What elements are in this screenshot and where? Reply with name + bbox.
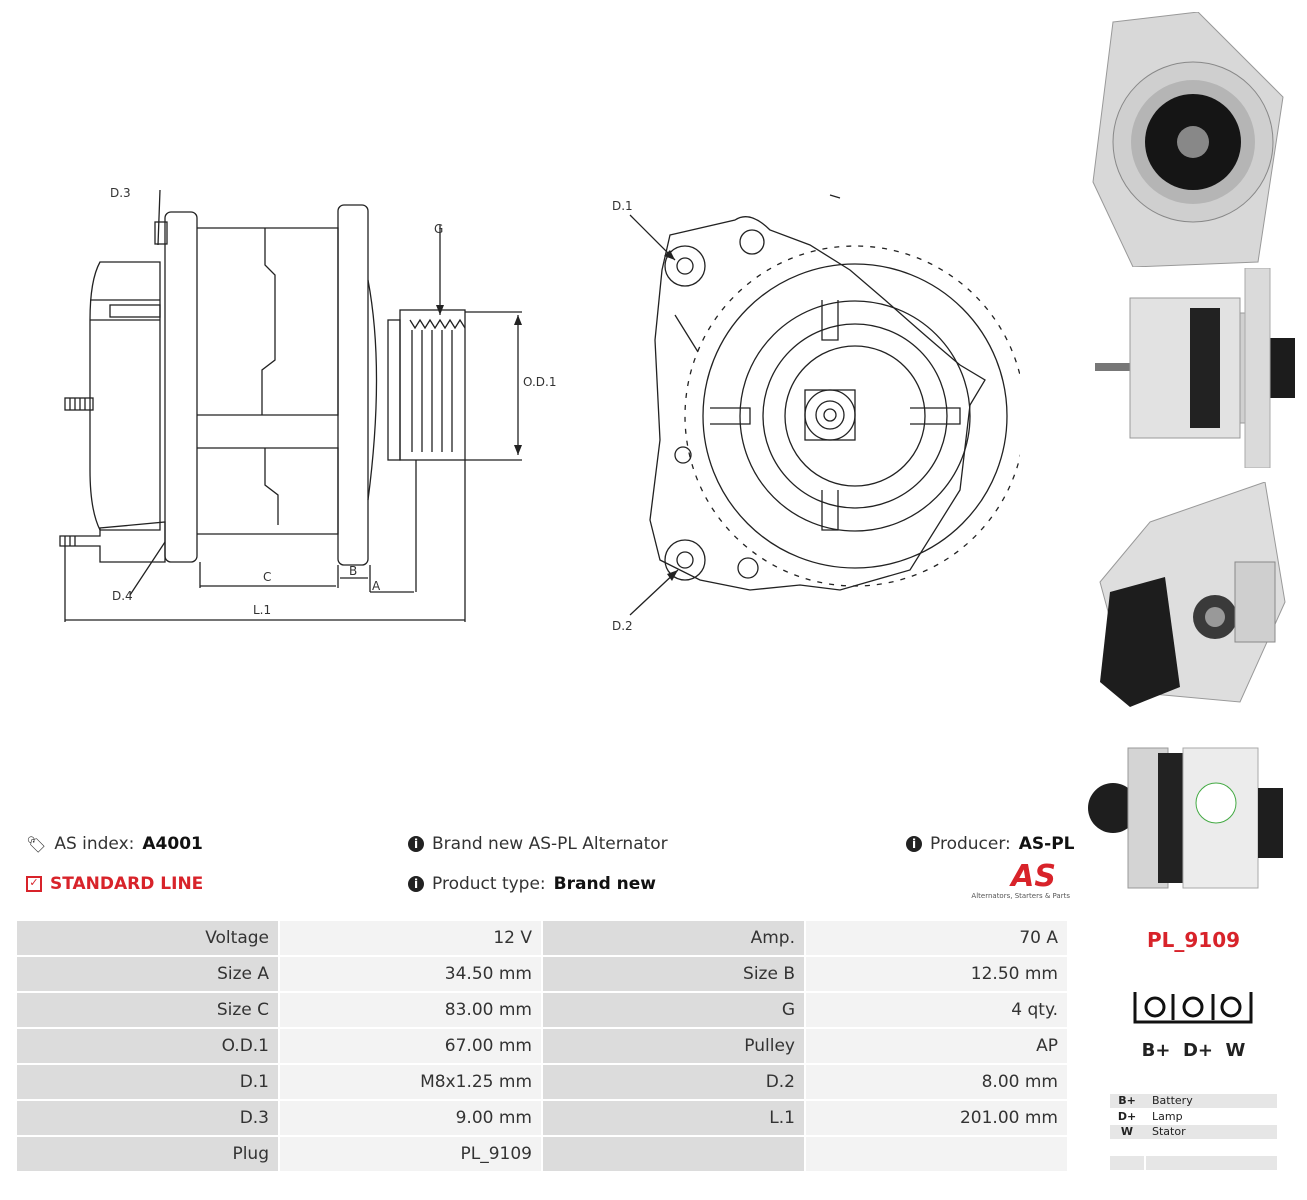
spec-label: Amp. xyxy=(541,919,806,957)
legend-desc: Stator xyxy=(1152,1125,1186,1138)
spec-value: 9.00 mm xyxy=(278,1099,543,1137)
info-icon: i xyxy=(408,876,424,892)
spec-label: L.1 xyxy=(541,1099,806,1137)
side-view-drawing: D.3 G O.D.1 D.4 C B A L.1 xyxy=(59,186,556,622)
spec-value: PL_9109 xyxy=(278,1135,543,1173)
label-d2: D.2 xyxy=(612,619,633,633)
spec-label xyxy=(541,1135,806,1173)
plug-terminals: B+ D+ W xyxy=(1141,1040,1246,1061)
spec-label: Voltage xyxy=(15,919,280,957)
spec-value: 201.00 mm xyxy=(804,1099,1069,1137)
legend-code: B+ xyxy=(1118,1094,1136,1107)
standard-line: ✓ STANDARD LINE xyxy=(26,874,203,894)
legend-desc: Battery xyxy=(1152,1094,1193,1107)
as-index-value: A4001 xyxy=(142,834,203,854)
label-d1: D.1 xyxy=(612,199,633,213)
plug-legend-row: D+ Lamp xyxy=(1110,1109,1277,1124)
spec-label: Pulley xyxy=(541,1027,806,1065)
spec-value: 12 V xyxy=(278,919,543,957)
label-a: A xyxy=(372,579,381,593)
legend-desc xyxy=(1146,1156,1277,1170)
product-photo-label-side[interactable] xyxy=(1088,738,1288,898)
plug-legend-row: B+ Battery xyxy=(1110,1094,1277,1108)
spec-value: 8.00 mm xyxy=(804,1063,1069,1101)
legend-code: W xyxy=(1120,1125,1134,1138)
front-view-drawing: D.1 D.2 xyxy=(612,194,1020,633)
spec-label: G xyxy=(541,991,806,1029)
brand-text: Brand new AS-PL Alternator xyxy=(432,834,668,854)
producer-label: Producer: xyxy=(930,834,1011,854)
label-c: C xyxy=(263,570,271,584)
product-type-label: Product type: xyxy=(432,874,546,894)
legend-desc: Lamp xyxy=(1152,1109,1183,1123)
product-photo-front[interactable] xyxy=(1088,12,1288,267)
spec-value xyxy=(804,1135,1069,1173)
plug-code: PL_9109 xyxy=(1146,928,1241,952)
spec-value: 34.50 mm xyxy=(278,955,543,993)
label-l1: L.1 xyxy=(253,603,271,617)
as-logo-tagline: Alternators, Starters & Parts xyxy=(971,892,1070,900)
spec-label: Size C xyxy=(15,991,280,1029)
label-od1: O.D.1 xyxy=(523,375,556,389)
spec-label: O.D.1 xyxy=(15,1027,280,1065)
checkbox-icon: ✓ xyxy=(26,876,42,892)
plug-legend-row xyxy=(1110,1156,1277,1170)
label-d4: D.4 xyxy=(112,589,133,603)
spec-label: Size B xyxy=(541,955,806,993)
as-logo: AS Alternators, Starters & Parts xyxy=(960,859,1070,901)
spec-label: D.3 xyxy=(15,1099,280,1137)
producer-value: AS-PL xyxy=(1018,834,1075,854)
spec-label: Plug xyxy=(15,1135,280,1173)
plug-connector-icon xyxy=(1133,992,1253,1024)
spec-label: D.1 xyxy=(15,1063,280,1101)
product-photo-rear[interactable] xyxy=(1090,482,1290,727)
spec-value: 12.50 mm xyxy=(804,955,1069,993)
spec-value: AP xyxy=(804,1027,1069,1065)
as-index: 🏷 AS index: A4001 xyxy=(26,834,203,854)
label-d3: D.3 xyxy=(110,186,131,200)
info-icon: i xyxy=(906,836,922,852)
producer-info: i Producer: AS-PL xyxy=(906,834,1075,854)
spec-value: 70 A xyxy=(804,919,1069,957)
label-b: B xyxy=(349,564,357,578)
spec-label: Size A xyxy=(15,955,280,993)
legend-code xyxy=(1110,1156,1146,1170)
label-g: G xyxy=(434,222,443,236)
spec-value: 83.00 mm xyxy=(278,991,543,1029)
spec-value: M8x1.25 mm xyxy=(278,1063,543,1101)
spec-label: D.2 xyxy=(541,1063,806,1101)
as-index-label: AS index: xyxy=(54,834,135,854)
product-photo-side[interactable] xyxy=(1090,268,1300,468)
spec-value: 67.00 mm xyxy=(278,1027,543,1065)
plug-legend-row: W Stator xyxy=(1110,1125,1277,1139)
info-icon: i xyxy=(408,836,424,852)
as-logo-mark: AS xyxy=(1011,859,1056,894)
product-type-value: Brand new xyxy=(553,874,656,894)
brand-info: i Brand new AS-PL Alternator xyxy=(408,834,668,854)
legend-code: D+ xyxy=(1117,1109,1137,1123)
standard-line-text: STANDARD LINE xyxy=(50,874,204,894)
tag-icon: 🏷 xyxy=(26,834,47,854)
spec-value: 4 qty. xyxy=(804,991,1069,1029)
product-type: i Product type: Brand new xyxy=(408,874,656,894)
